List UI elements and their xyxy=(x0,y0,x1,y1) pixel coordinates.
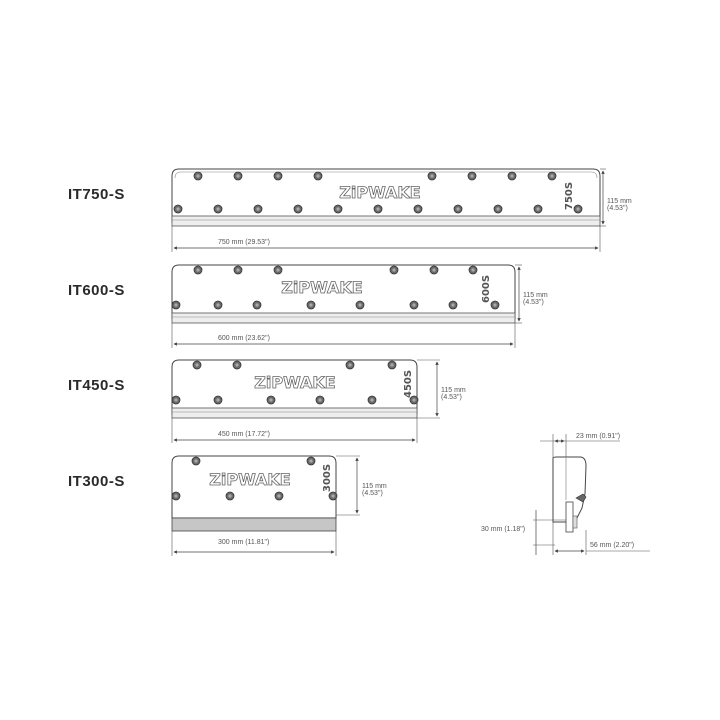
side-left-dimension: 30 mm (1.18") xyxy=(481,526,526,533)
svg-text:ZiPWAKE: ZiPWAKE xyxy=(281,278,362,297)
height-mm: 115 mm xyxy=(441,387,466,394)
height-dimension-it450: 115 mm (4.53") xyxy=(441,387,466,401)
side-top-dimension: 23 mm (0.91") xyxy=(576,433,621,440)
height-in: (4.53") xyxy=(441,394,462,401)
width-dimension-it600: 600 mm (23.62") xyxy=(218,335,270,342)
height-dimension-it600: 115 mm (4.53") xyxy=(523,292,548,306)
interceptor-it450: ZiPWAKE 450S xyxy=(171,359,440,443)
interceptor-it600: ZiPWAKE 600S xyxy=(171,264,522,348)
height-mm: 115 mm xyxy=(362,483,387,490)
width-dimension-it450: 450 mm (17.72") xyxy=(218,431,270,438)
side-view-drawing xyxy=(533,434,650,555)
height-in: (4.53") xyxy=(362,490,383,497)
svg-text:ZiPWAKE: ZiPWAKE xyxy=(209,470,290,489)
height-dimension-it750: 115 mm (4.53") xyxy=(607,198,632,212)
height-mm: 115 mm xyxy=(607,198,632,205)
svg-text:ZiPWAKE: ZiPWAKE xyxy=(254,373,335,392)
model-label-it450: IT450-S xyxy=(68,377,125,394)
interceptor-it750: ZiPWAKE 750S xyxy=(171,168,606,252)
height-dimension-it300: 115 mm (4.53") xyxy=(362,483,387,497)
model-label-it300: IT300-S xyxy=(68,473,125,490)
width-dimension-it300: 300 mm (11.81") xyxy=(218,539,270,546)
height-in: (4.53") xyxy=(523,299,544,306)
height-in: (4.53") xyxy=(607,205,628,212)
svg-text:450S: 450S xyxy=(403,370,414,398)
height-mm: 115 mm xyxy=(523,292,548,299)
svg-text:ZiPWAKE: ZiPWAKE xyxy=(339,183,420,202)
svg-text:750S: 750S xyxy=(564,182,575,210)
width-dimension-it750: 750 mm (29.53") xyxy=(218,239,270,246)
model-label-it750: IT750-S xyxy=(68,186,125,203)
svg-text:600S: 600S xyxy=(481,275,492,303)
interceptor-it300: ZiPWAKE 300S xyxy=(171,455,360,556)
svg-text:300S: 300S xyxy=(322,464,333,492)
model-label-it600: IT600-S xyxy=(68,282,125,299)
side-bottom-dimension: 56 mm (2.20") xyxy=(590,542,635,549)
